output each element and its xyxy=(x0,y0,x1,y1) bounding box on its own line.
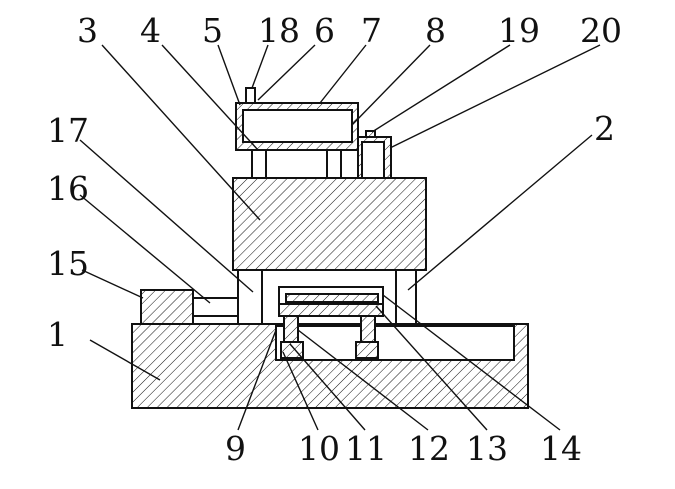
right-foot xyxy=(355,341,379,359)
top-knob xyxy=(245,87,256,104)
leader-20 xyxy=(389,44,601,149)
leader-11 xyxy=(289,343,366,431)
label-13: 13 xyxy=(466,429,508,468)
leader-19 xyxy=(371,44,511,133)
leader-5 xyxy=(217,44,241,106)
leader-1 xyxy=(89,339,161,381)
label-18: 18 xyxy=(258,11,300,50)
leader-14 xyxy=(382,294,561,431)
right-leg xyxy=(360,315,376,343)
left-foot xyxy=(280,341,304,359)
label-17: 17 xyxy=(47,111,89,150)
leader-13 xyxy=(375,305,488,431)
leader-8 xyxy=(351,44,431,126)
motor-shaft xyxy=(192,297,244,317)
table-plate xyxy=(278,303,384,317)
label-16: 16 xyxy=(47,169,89,208)
leader-7 xyxy=(319,44,367,104)
upper-block xyxy=(232,177,427,271)
label-15: 15 xyxy=(47,244,89,283)
label-4: 4 xyxy=(140,11,161,50)
label-12: 12 xyxy=(408,429,450,468)
leader-18 xyxy=(251,44,269,89)
right-column xyxy=(395,269,417,325)
label-9: 9 xyxy=(225,429,246,468)
leader-9 xyxy=(237,329,277,431)
label-2: 2 xyxy=(594,109,615,148)
clamp-inner xyxy=(285,293,379,303)
label-8: 8 xyxy=(425,11,446,50)
side-nozzle xyxy=(365,130,376,138)
label-1: 1 xyxy=(47,315,68,354)
leader-3 xyxy=(101,44,261,221)
leader-6 xyxy=(257,44,316,101)
motor xyxy=(140,289,194,325)
leader-17 xyxy=(79,139,254,293)
label-7: 7 xyxy=(361,11,382,50)
leader-10 xyxy=(282,351,319,431)
label-20: 20 xyxy=(580,11,622,50)
label-6: 6 xyxy=(314,11,335,50)
label-19: 19 xyxy=(498,11,540,50)
right-post xyxy=(326,149,342,179)
leader-12 xyxy=(297,329,429,431)
leader-15 xyxy=(81,269,144,299)
left-leg xyxy=(283,315,299,343)
leader-2 xyxy=(407,134,593,291)
label-5: 5 xyxy=(202,11,223,50)
leader-16 xyxy=(79,194,211,304)
label-10: 10 xyxy=(298,429,340,468)
left-column xyxy=(237,269,263,325)
label-11: 11 xyxy=(345,429,387,468)
label-3: 3 xyxy=(77,11,98,50)
top-housing-cavity xyxy=(242,109,353,143)
base-recess xyxy=(275,325,515,361)
label-14: 14 xyxy=(540,429,582,468)
left-post xyxy=(251,149,267,179)
side-box-cavity xyxy=(361,141,385,179)
leader-4 xyxy=(161,44,259,151)
